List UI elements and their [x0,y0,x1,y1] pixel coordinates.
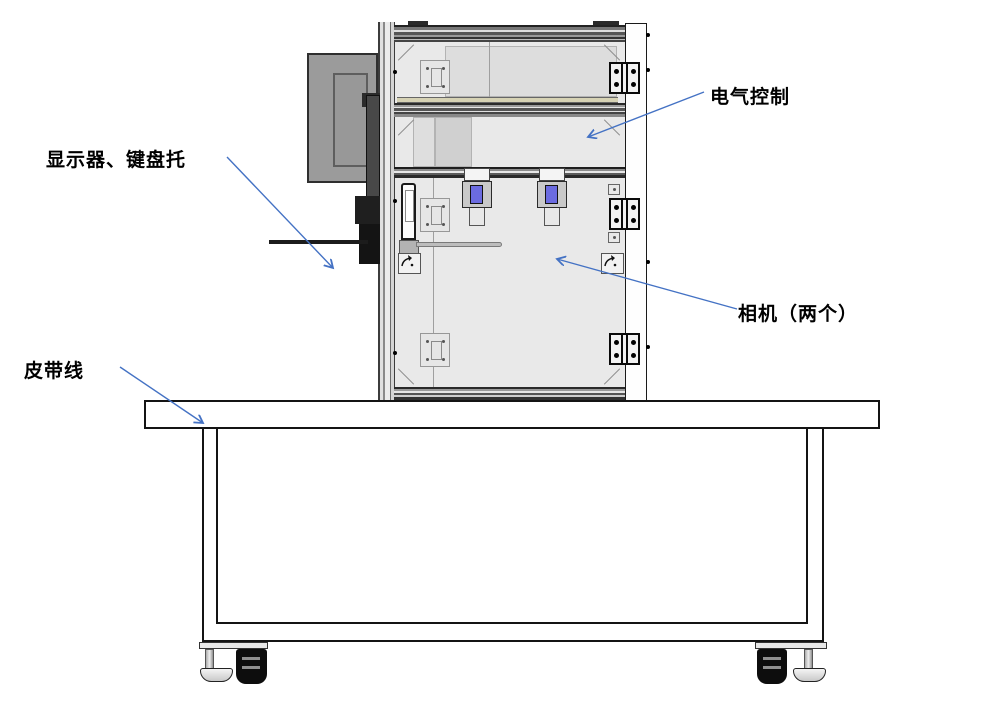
foot-mount-plate [755,642,827,649]
rivet-dot [646,68,650,72]
door-hinge [609,333,640,365]
inner-enclosure [413,117,435,167]
panel-seam [433,178,434,387]
latch-arrow-icon [401,255,414,267]
panel-seam [489,42,490,103]
filter-unit [401,183,416,240]
door-hinge [609,62,640,94]
rivet-dot [393,199,397,203]
label-cameras: 相机（两个） [738,303,859,325]
rivet-dot [646,345,650,349]
caster-wheel-right [757,649,787,684]
hinge-plate [420,60,450,94]
inner-enclosure [445,46,617,97]
hinge-stop-plate [608,232,620,243]
frame-bottom-rail [394,387,625,400]
table-inner-panel [216,429,808,624]
frame-middle-rail [394,103,625,117]
latch-arrow-icon [604,255,617,267]
monitor-mount-bracket [366,95,380,200]
camera-right [537,168,567,226]
camera-lens-tube [544,208,560,226]
leveling-foot-left [205,649,214,670]
hinge-plate [420,333,450,367]
frame-left-column [378,22,395,402]
label-belt-line: 皮带线 [24,360,85,382]
camera-bracket [464,168,490,181]
foot-mount-plate [199,642,268,649]
rivet-dot [646,33,650,37]
camera-bracket [539,168,565,181]
label-electrical-control: 电气控制 [710,86,791,108]
hinge-plate [420,198,450,232]
accent-strip [397,97,618,103]
frame-top-rail [394,25,625,42]
camera-mount-rail [394,167,625,178]
rivet-dot [393,351,397,355]
mount-block [355,196,380,224]
camera-lens-icon [545,185,558,204]
camera-lens-icon [470,185,483,204]
guide-rod [416,242,502,247]
rivet-dot [646,260,650,264]
camera-lens-tube [469,208,485,226]
label-monitor-keyboard-tray: 显示器、键盘托 [46,149,187,171]
belt-line-table-top [144,400,880,429]
caster-wheel-left [236,649,267,684]
leveling-foot-right-base [793,668,826,682]
rivet-dot [393,70,397,74]
inner-enclosure [435,117,472,167]
mount-block [359,224,380,264]
leveling-foot-left-base [200,668,233,682]
leveling-foot-right [804,649,813,670]
camera-left [462,168,492,226]
frame-top-tab [408,21,428,25]
door-latch [398,253,421,274]
filter-window [405,190,414,222]
monitor-screen [333,73,368,167]
door-latch [601,253,624,274]
keyboard-tray-arm [269,240,368,244]
hinge-stop-plate [608,184,620,195]
door-hinge [609,198,640,230]
frame-top-tab [593,21,619,25]
